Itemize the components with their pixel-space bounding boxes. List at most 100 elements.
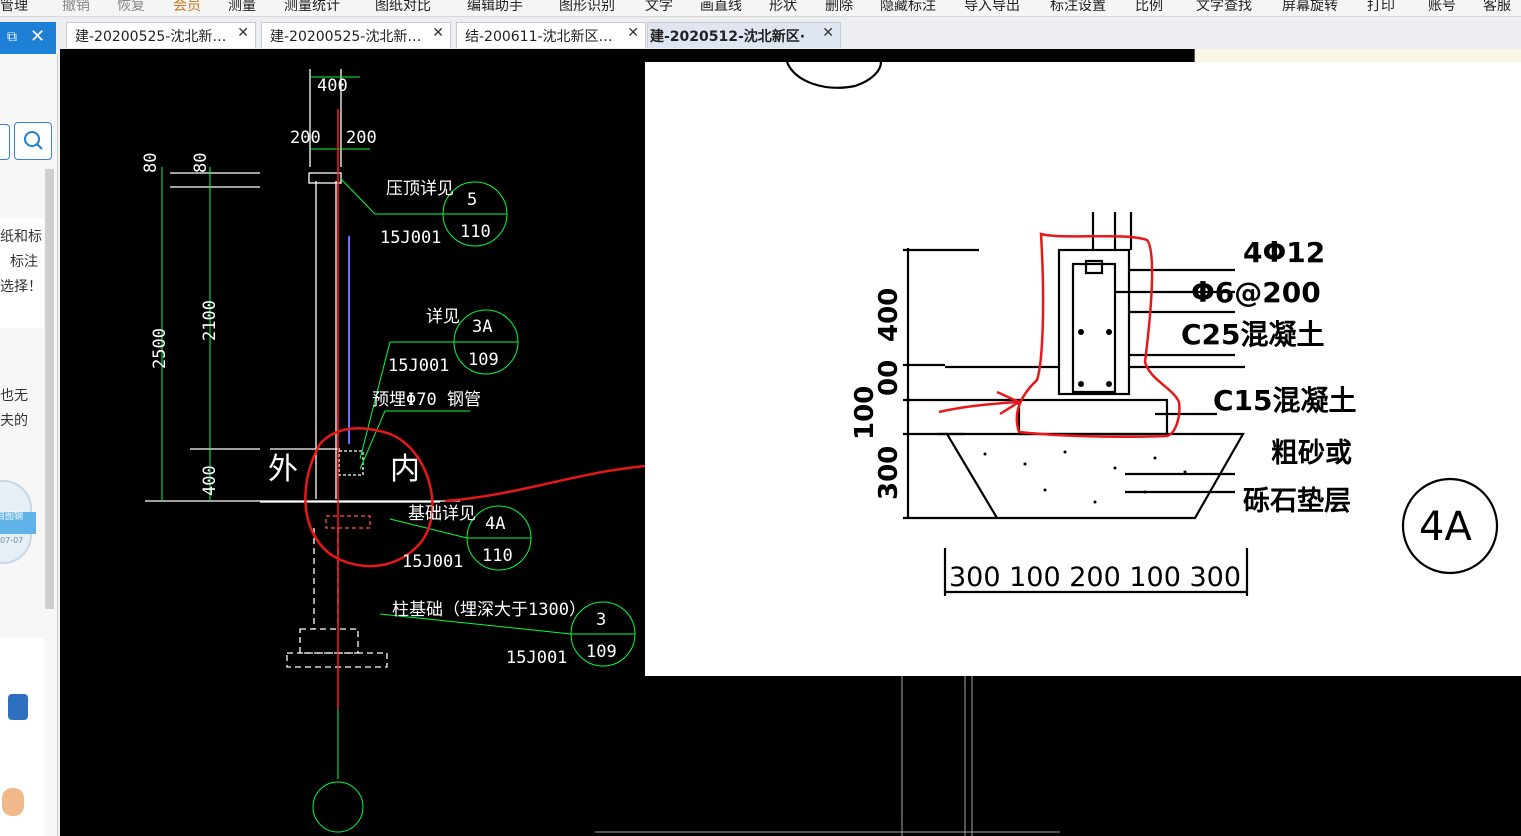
tab-document-1[interactable]: 建-20200525-沈北新… ✕	[66, 22, 256, 48]
tab-document-2[interactable]: 建-20200525-沈北新… ✕	[261, 22, 451, 48]
detail-dim-00: 00	[874, 360, 904, 396]
left-panel-header: ⧉ ✕	[0, 22, 56, 54]
menu-measure[interactable]: 测量	[228, 0, 256, 14]
detail-tag: 4A	[1419, 504, 1472, 550]
menu-edit-assist[interactable]: 编辑助手	[467, 0, 523, 14]
menu-print[interactable]: 打印	[1367, 0, 1395, 14]
hint-text-3: 选择！	[0, 279, 42, 295]
label-concrete-base: C15混凝土	[1213, 384, 1357, 417]
hint-text-2: 标注	[10, 254, 38, 270]
detail-tag-circle	[1401, 477, 1499, 575]
callout-4A-bottom: 110	[482, 546, 513, 566]
dim-80-a: 80	[141, 153, 161, 173]
menu-undo[interactable]: 撤销	[62, 0, 90, 14]
callout-5-bottom: 110	[460, 222, 491, 242]
menu-support[interactable]: 客服	[1483, 0, 1511, 14]
tab-close-icon[interactable]: ✕	[432, 25, 444, 41]
callout-3A-ref: 15J001	[388, 356, 449, 376]
label-concrete: C25混凝土	[1181, 318, 1325, 351]
overlay-edge-strip	[1195, 49, 1521, 62]
menu-redo[interactable]: 恢复	[117, 0, 145, 14]
detail-bottom-dims: 300 100 200 100 300	[949, 562, 1241, 593]
coping-cap	[308, 172, 342, 184]
left-panel: 纸和标 标注 选择！ 也无 夫的 目图钢 07-07	[0, 54, 58, 836]
detail-dim-100: 100	[850, 386, 880, 440]
menu-bar: 管理 撤销 恢复 会员 测量 测量统计 图纸对比 编辑助手 图形识别 文字 画直…	[0, 0, 1521, 17]
tab-close-icon[interactable]: ✕	[627, 25, 639, 41]
hint-panel	[0, 218, 44, 328]
menu-find-text[interactable]: 文字查找	[1196, 0, 1252, 14]
menu-compare[interactable]: 图纸对比	[375, 0, 431, 14]
search-field-edge[interactable]	[0, 124, 10, 160]
promo-badge[interactable]: 目图钢 07-07	[0, 480, 36, 564]
callout-4A-ref: 15J001	[402, 552, 463, 572]
label-column-base: 柱基础（埋深大于1300）	[392, 600, 586, 620]
tab-label: 结-200611-沈北新区…	[465, 29, 613, 45]
tab-label: 建-2020512-沈北新区·	[650, 29, 806, 45]
hint-text-5: 夫的	[0, 413, 28, 429]
hint-text-4: 也无	[0, 388, 28, 404]
menu-scale[interactable]: 比例	[1135, 0, 1163, 14]
callout-4A-top: 4A	[485, 514, 505, 534]
menu-manage[interactable]: 管理	[0, 0, 28, 14]
callout-3-bottom: 109	[586, 642, 617, 662]
menu-recognize[interactable]: 图形识别	[559, 0, 615, 14]
dim-200-left: 200	[290, 128, 321, 148]
menu-account[interactable]: 账号	[1428, 0, 1456, 14]
detail-image-overlay[interactable]: 4Φ12 Φ6@200 C25混凝土 C15混凝土 粗砂或 砾石垫层 400 0…	[645, 62, 1521, 676]
tab-label: 建-20200525-沈北新…	[75, 29, 227, 45]
hand-icon	[2, 788, 24, 816]
menu-delete[interactable]: 删除	[825, 0, 853, 14]
axis-bubble	[312, 781, 364, 833]
menu-measure-stats[interactable]: 测量统计	[284, 0, 340, 14]
dim-400-low: 400	[200, 465, 220, 496]
foundation-detail-drawing: 4Φ12 Φ6@200 C25混凝土 C15混凝土 粗砂或 砾石垫层 400 0…	[785, 62, 1499, 596]
callout-3A-top: 3A	[472, 317, 492, 337]
menu-text[interactable]: 文字	[645, 0, 673, 14]
label-stirrup: Φ6@200	[1191, 276, 1321, 309]
tab-document-3[interactable]: 结-200611-沈北新区… ✕	[456, 22, 646, 48]
tab-close-icon[interactable]: ✕	[822, 25, 834, 41]
callout-3-ref: 15J001	[506, 648, 567, 668]
search-button[interactable]	[14, 122, 52, 160]
menu-line[interactable]: 画直线	[700, 0, 742, 14]
tab-document-4-active[interactable]: 建-2020512-沈北新区· ✕	[647, 22, 841, 48]
label-coping: 压顶详见	[386, 179, 454, 199]
dim-200-right: 200	[346, 128, 377, 148]
close-icon[interactable]: ✕	[30, 26, 46, 47]
callout-3A-bottom: 109	[468, 350, 499, 370]
hint-text-1: 纸和标	[0, 229, 42, 245]
label-inside: 内	[390, 452, 420, 487]
detail-dim-400: 400	[874, 288, 904, 342]
tab-label: 建-20200525-沈北新…	[270, 29, 422, 45]
dim-80-b: 80	[191, 153, 211, 173]
callout-5-ref: 15J001	[380, 228, 441, 248]
illustration-panel	[0, 638, 44, 836]
traffic-light-icon	[8, 694, 28, 720]
callout-5-top: 5	[467, 190, 477, 210]
menu-hide-annot[interactable]: 隐藏标注	[880, 0, 936, 14]
badge-text: 目图钢	[0, 512, 36, 534]
menu-import-export[interactable]: 导入导出	[964, 0, 1020, 14]
callout-3-top: 3	[596, 610, 606, 630]
restore-icon[interactable]: ⧉	[7, 29, 17, 45]
detail-dim-300: 300	[874, 446, 904, 500]
label-outside: 外	[268, 452, 298, 487]
search-icon	[24, 131, 43, 150]
dim-2100: 2100	[200, 300, 220, 341]
menu-rotate[interactable]: 屏幕旋转	[1282, 0, 1338, 14]
label-fill-2: 砾石垫层	[1243, 486, 1351, 517]
menu-member[interactable]: 会员	[173, 0, 201, 14]
tab-close-icon[interactable]: ✕	[237, 25, 249, 41]
scrollbar-thumb[interactable]	[45, 169, 54, 609]
label-fill-1: 粗砂或	[1271, 438, 1352, 469]
dim-2500: 2500	[150, 328, 170, 369]
menu-annot-settings[interactable]: 标注设置	[1050, 0, 1106, 14]
dim-400: 400	[317, 76, 348, 96]
label-detail: 详见	[426, 307, 460, 327]
badge-date: 07-07	[0, 536, 24, 545]
label-pipe: 预埋Φ70 钢管	[372, 390, 481, 410]
menu-shape[interactable]: 形状	[769, 0, 797, 14]
label-foundation: 基础详见	[408, 504, 476, 524]
label-rebar: 4Φ12	[1243, 236, 1325, 269]
